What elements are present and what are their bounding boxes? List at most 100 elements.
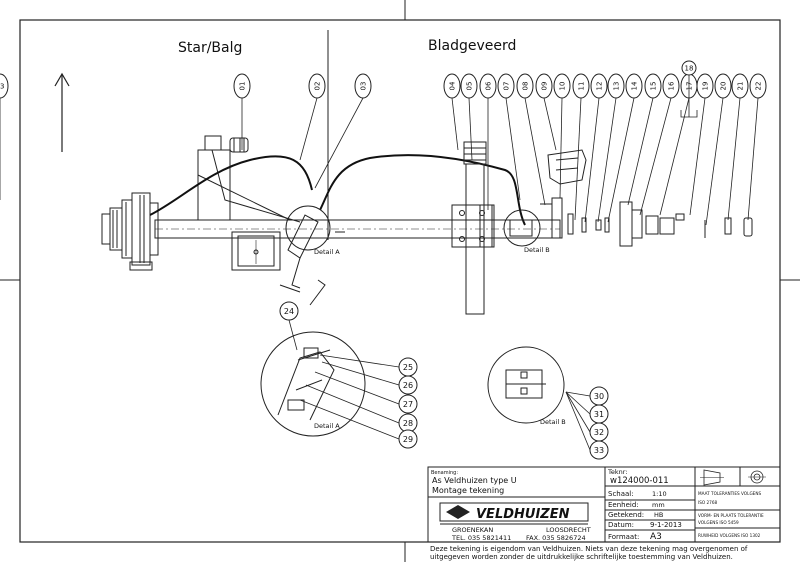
balloon-14: 14 — [607, 73, 643, 223]
section-title-right: Bladgeveerd — [428, 38, 516, 54]
benaming-line-2: Montage tekening — [432, 486, 504, 495]
balloon-20: 20 — [705, 73, 732, 226]
svg-text:18: 18 — [685, 65, 694, 73]
brake-cable — [149, 155, 313, 216]
balloon-02: 02 — [299, 73, 326, 161]
detail-b-label: Detail B — [540, 418, 566, 426]
balloon-06: 06 — [479, 73, 497, 210]
svg-text:02: 02 — [314, 82, 322, 91]
getekend-value: HB — [654, 511, 663, 519]
balloon-23: 23 — [0, 73, 9, 200]
svg-text:33: 33 — [594, 446, 604, 455]
formaat-value: A3 — [650, 532, 662, 542]
footer-line-1: Deze tekening is eigendom van Veldhuizen… — [430, 545, 748, 553]
detail-a-enlarged — [260, 331, 366, 437]
balloon-10: 10 — [553, 73, 571, 199]
svg-text:16: 16 — [668, 81, 676, 90]
svg-text:19: 19 — [702, 82, 710, 91]
svg-text:29: 29 — [403, 435, 413, 444]
teknr-value: w124000-011 — [610, 476, 669, 486]
datum-label: Datum: — [608, 521, 634, 529]
eenheid-value: mm — [652, 501, 665, 509]
brake-cable-long — [319, 154, 526, 226]
balloon-28: 28 — [305, 384, 418, 433]
fax: FAX. 035 5826724 — [526, 534, 586, 542]
formaat-label: Formaat: — [608, 533, 639, 541]
balloon-24: 24 — [279, 301, 299, 351]
detail-a-label: Detail A — [314, 422, 340, 430]
balloon-31: 31 — [565, 391, 609, 424]
svg-text:22: 22 — [755, 82, 763, 91]
telephone: TEL. 035 5821411 — [451, 534, 511, 542]
balloon-03: 03 — [314, 73, 372, 189]
schaal-value: 1:10 — [652, 490, 667, 498]
balloon-13: 13 — [597, 73, 625, 223]
tolerance-2: VORM- EN PLAATS TOLERANTIE — [698, 513, 764, 518]
svg-text:24: 24 — [284, 307, 294, 316]
svg-text:09: 09 — [541, 82, 549, 91]
svg-text:14: 14 — [631, 81, 639, 90]
svg-text:10: 10 — [559, 82, 567, 91]
getekend-label: Getekend: — [608, 511, 644, 519]
air-bellow-bracket — [197, 135, 301, 223]
svg-text:25: 25 — [403, 363, 413, 372]
left-hub-assembly — [101, 192, 159, 271]
svg-text:08: 08 — [522, 82, 530, 91]
balloon-01: 01 — [233, 73, 251, 150]
svg-text:20: 20 — [720, 82, 728, 91]
projection-symbol-icon — [700, 469, 766, 486]
balloon-15: 15 — [627, 73, 662, 206]
balloon-05: 05 — [460, 73, 478, 161]
detail-a-region — [279, 205, 345, 306]
right-hub-assembly — [540, 149, 753, 247]
company-name: VELDHUIZEN — [476, 507, 570, 522]
brake-block — [231, 231, 281, 271]
part-balloons-detail-a: 24 25 26 27 28 29 — [279, 301, 418, 449]
footer-line-2: uitgegeven worden zonder de uitdrukkelij… — [430, 553, 733, 561]
balloon-19: 19 — [689, 73, 714, 216]
svg-text:26: 26 — [403, 381, 413, 390]
tolerance-3: RUWHEID VOLGENS ISO 1302 — [698, 533, 761, 538]
city-right: LOOSDRECHT — [546, 526, 591, 534]
svg-text:23: 23 — [0, 83, 4, 91]
city-left: GROENEKAN — [452, 526, 493, 534]
schaal-label: Schaal: — [608, 490, 634, 498]
svg-text:04: 04 — [449, 81, 457, 90]
svg-text:27: 27 — [403, 400, 413, 409]
balloon-18: 18 — [680, 60, 698, 118]
detail-a-label-main: Detail A — [314, 248, 340, 256]
section-title-left: Star/Balg — [178, 40, 242, 56]
eenheid-label: Eenheid: — [608, 501, 639, 509]
balloon-27: 27 — [314, 371, 418, 414]
svg-text:11: 11 — [578, 82, 586, 91]
balloon-04: 04 — [443, 73, 461, 151]
balloon-29: 29 — [299, 399, 418, 449]
balloon-07: 07 — [497, 73, 521, 201]
svg-text:21: 21 — [737, 82, 745, 91]
tolerance-1b: ISO 2768 — [698, 500, 718, 505]
detail-b-enlarged — [487, 346, 565, 424]
detail-b-label-main: Detail B — [524, 246, 550, 254]
veldhuizen-logo: VELDHUIZEN — [439, 502, 589, 525]
benaming-label: Benaming: — [431, 470, 458, 476]
svg-text:28: 28 — [403, 419, 413, 428]
balloon-16: 16 — [639, 73, 680, 216]
teknr-label: Teknr: — [607, 468, 628, 476]
balloon-32: 32 — [565, 391, 609, 442]
balloon-08: 08 — [516, 73, 546, 206]
direction-arrow-icon — [54, 72, 70, 152]
balloon-25: 25 — [319, 354, 418, 377]
svg-text:06: 06 — [485, 81, 493, 90]
datum-value: 9-1-2013 — [650, 521, 682, 529]
svg-text:01: 01 — [239, 82, 247, 91]
balloon-22: 22 — [747, 73, 767, 221]
drawing-frame — [19, 19, 781, 543]
balloon-26: 26 — [321, 361, 418, 395]
title-block — [427, 466, 781, 543]
svg-text:07: 07 — [503, 82, 511, 91]
benaming-line-1: As Veldhuizen type U — [432, 476, 517, 485]
balloon-12: 12 — [584, 73, 608, 223]
